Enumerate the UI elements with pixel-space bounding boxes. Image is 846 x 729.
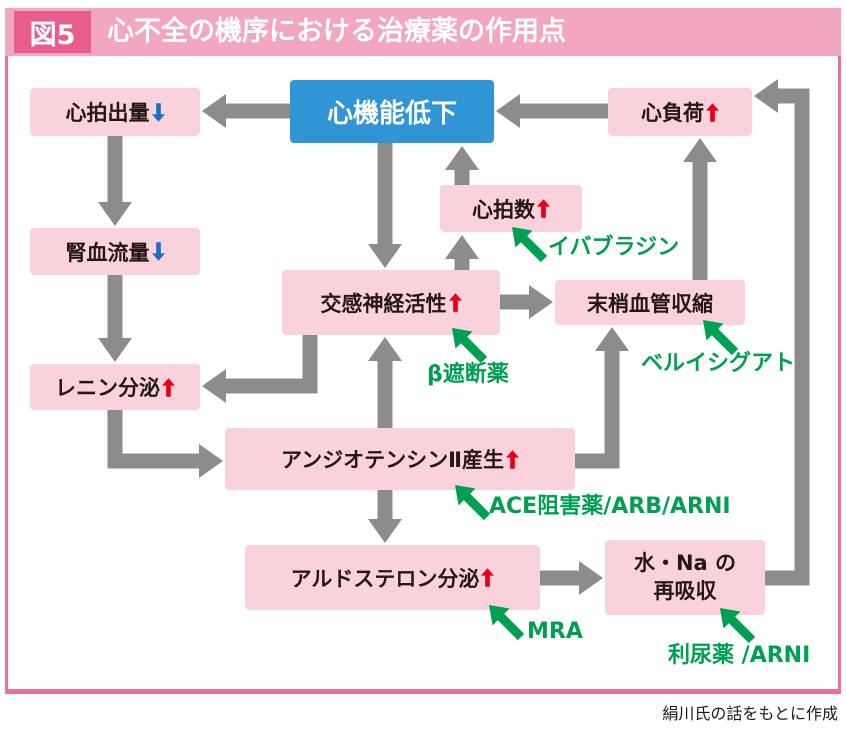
- water-na-reabsorption-label-line2: 再吸収: [653, 578, 717, 603]
- renin-secretion-node: レニン分泌: [30, 364, 200, 410]
- drug-label-ace-arb-arni: ACE阻害薬/ARB/ARNI: [489, 494, 731, 519]
- renal-blood-flow-node: 腎血流量: [30, 228, 200, 275]
- up-arrow-icon-shape: [537, 199, 550, 218]
- drug-label-beta-blocker: β遮断薬: [427, 362, 509, 387]
- cardiac-output-indicator: [151, 102, 165, 122]
- water-na-reabsorption-node: 水・Na の 再吸収: [605, 540, 765, 615]
- up-arrow-icon-shape: [162, 377, 175, 397]
- renin-secretion-indicator: [162, 377, 175, 397]
- cardiac-output-node: 心拍出量: [30, 88, 200, 136]
- up-arrow-icon: [537, 199, 550, 218]
- drug-label-mra: MRA: [527, 619, 583, 644]
- cardiac-load-node: 心負荷: [608, 88, 752, 136]
- up-arrow-icon-shape: [448, 293, 462, 312]
- up-arrow-icon: [706, 102, 719, 122]
- drug-label-vericiguat: ベルイシグアト: [641, 351, 796, 376]
- down-arrow-icon: [151, 102, 165, 122]
- cardiac-dysfunction-label: 心機能低下: [326, 99, 457, 129]
- cardiac-dysfunction-node: 心機能低下: [290, 80, 494, 143]
- angiotensin-ii-label: アンジオテンシンⅡ産生: [281, 448, 504, 472]
- peripheral-vasoconstriction-label: 末梢血管収縮: [587, 291, 713, 316]
- renal-blood-flow-indicator: [151, 242, 165, 261]
- drug-label-diuretic-arni: 利尿薬 /ARNI: [668, 643, 811, 668]
- heart-rate-indicator: [537, 199, 550, 218]
- renal-blood-flow-label: 腎血流量: [65, 240, 150, 265]
- figure-header: 図5 心不全の機序における治療薬の作用点: [5, 8, 841, 56]
- up-arrow-icon: [506, 449, 519, 469]
- cardiac-load-indicator: [706, 102, 719, 122]
- up-arrow-icon-shape: [481, 568, 495, 587]
- cardiac-output-label: 心拍出量: [65, 101, 150, 125]
- sympathetic-activity-node: 交感神経活性: [282, 270, 500, 335]
- down-arrow-icon-shape: [151, 242, 165, 261]
- sympathetic-activity-label: 交感神経活性: [320, 291, 447, 316]
- angiotensin-ii-node: アンジオテンシンⅡ産生: [225, 428, 575, 490]
- peripheral-vasoconstriction-node: 末梢血管収縮: [555, 280, 745, 325]
- down-arrow-icon: [151, 242, 165, 261]
- angiotensin-ii-indicator: [506, 449, 519, 469]
- drug-label-ivabradine: イバブラジン: [548, 235, 680, 260]
- figure-frame: [5, 8, 841, 694]
- source-caption: 絹川氏の話をもとに作成: [662, 704, 838, 723]
- cardiac-load-label: 心負荷: [641, 101, 704, 125]
- up-arrow-icon: [481, 568, 495, 587]
- water-na-reabsorption-label-line1: 水・Na の: [633, 551, 737, 576]
- up-arrow-icon-shape: [506, 449, 519, 469]
- aldosterone-secretion-label: アルドステロン分泌: [290, 566, 480, 591]
- aldosterone-secretion-node: アルドステロン分泌: [245, 545, 540, 610]
- figure-number: 図5: [14, 11, 91, 53]
- up-arrow-icon: [162, 377, 175, 397]
- down-arrow-icon-shape: [151, 102, 165, 122]
- up-arrow-icon: [448, 293, 462, 312]
- figure-title: 心不全の機序における治療薬の作用点: [107, 16, 566, 47]
- up-arrow-icon-shape: [706, 102, 719, 122]
- sympathetic-activity-indicator: [448, 293, 462, 312]
- heart-rate-label: 心拍数: [472, 197, 535, 222]
- aldosterone-secretion-indicator: [481, 568, 495, 587]
- heart-rate-node: 心拍数: [440, 185, 582, 232]
- renin-secretion-label: レニン分泌: [55, 376, 160, 400]
